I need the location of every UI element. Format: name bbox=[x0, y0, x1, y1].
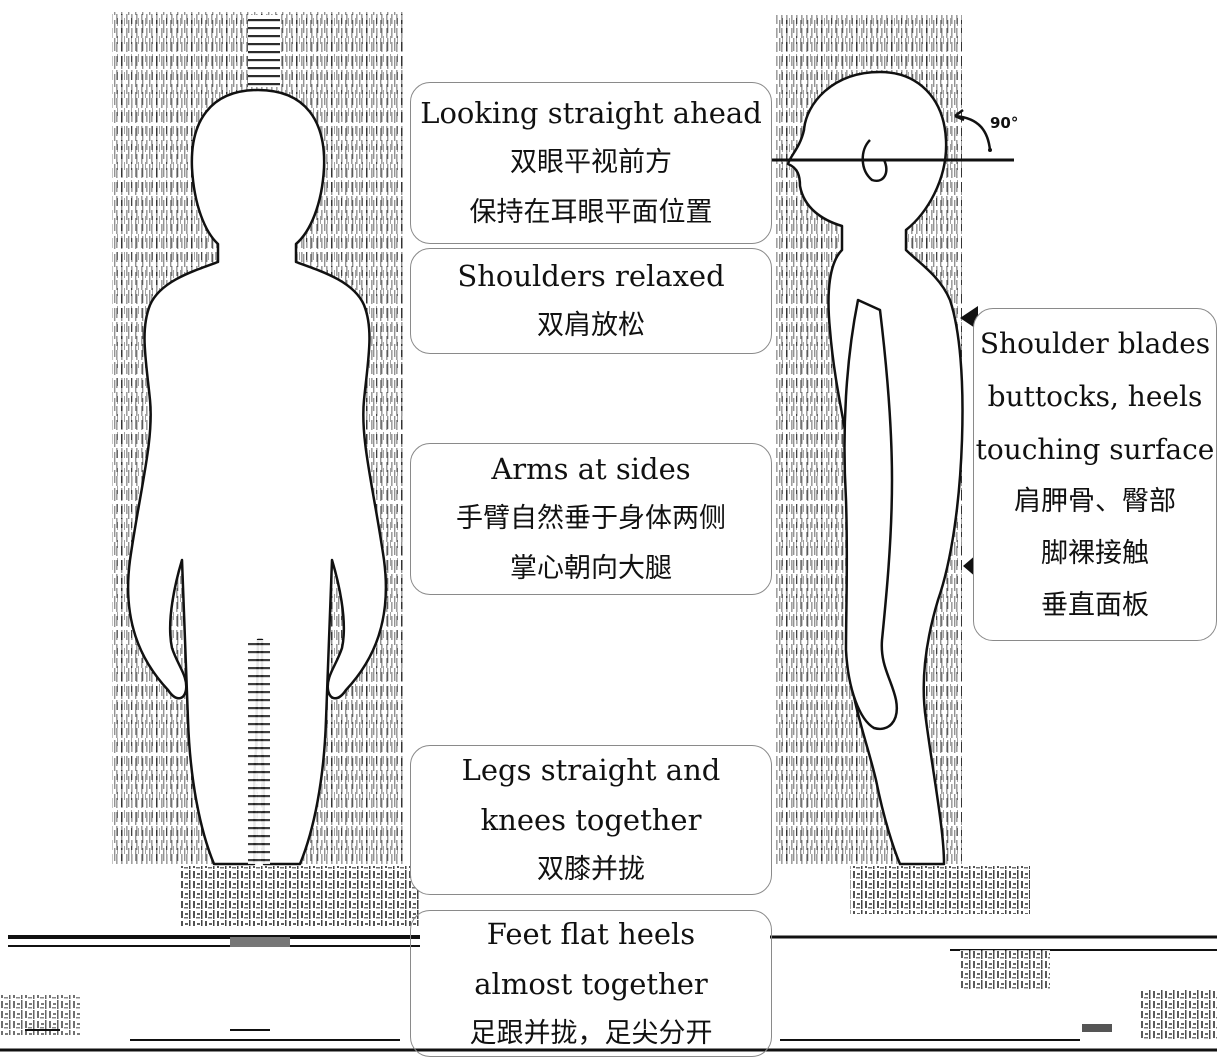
legs-zh: 双膝并拢 bbox=[537, 854, 645, 885]
angle-label: 90° bbox=[990, 114, 1018, 132]
legs-en-2: knees together bbox=[480, 803, 702, 837]
floor-platform bbox=[0, 866, 1217, 1052]
blades-en-2: buttocks, heels bbox=[987, 380, 1203, 413]
looking-zh-2: 保持在耳眼平面位置 bbox=[469, 197, 713, 228]
looking-en: Looking straight ahead bbox=[420, 96, 762, 130]
blades-zh-1: 肩胛骨、臀部 bbox=[1014, 486, 1176, 517]
shoulders-relaxed-label: Shoulders relaxed 双肩放松 bbox=[410, 248, 772, 354]
blades-zh-3: 垂直面板 bbox=[1041, 590, 1149, 621]
feet-en-2: almost together bbox=[474, 966, 708, 1001]
blades-en-3: touching surface bbox=[975, 433, 1215, 466]
feet-en-1: Feet flat heels bbox=[486, 916, 696, 951]
arms-zh-1: 手臂自然垂于身体两侧 bbox=[456, 503, 726, 534]
looking-zh-1: 双眼平视前方 bbox=[510, 147, 672, 178]
blades-en-1: Shoulder blades bbox=[979, 327, 1211, 360]
shoulders-en: Shoulders relaxed bbox=[457, 259, 725, 293]
blades-zh-2: 脚裸接触 bbox=[1041, 538, 1149, 569]
shoulders-zh: 双肩放松 bbox=[537, 310, 645, 341]
arms-zh-2: 掌心朝向大腿 bbox=[510, 553, 672, 584]
feet-zh: 足跟并拢，足尖分开 bbox=[469, 1017, 713, 1049]
leg-gap-hatch bbox=[248, 640, 270, 864]
side-figure bbox=[786, 70, 964, 866]
frankfort-plane-line bbox=[770, 109, 1014, 162]
arms-at-sides-label: Arms at sides 手臂自然垂于身体两侧 掌心朝向大腿 bbox=[410, 443, 772, 595]
feet-flat-label: Feet flat heels almost together 足跟并拢，足尖分… bbox=[410, 910, 772, 1057]
looking-straight-label: Looking straight ahead 双眼平视前方 保持在耳眼平面位置 bbox=[410, 82, 772, 244]
legs-straight-label: Legs straight and knees together 双膝并拢 bbox=[410, 745, 772, 895]
shoulder-blades-label: Shoulder blades buttocks, heels touching… bbox=[973, 308, 1217, 641]
legs-en-1: Legs straight and bbox=[461, 753, 721, 787]
arms-en: Arms at sides bbox=[491, 452, 691, 486]
